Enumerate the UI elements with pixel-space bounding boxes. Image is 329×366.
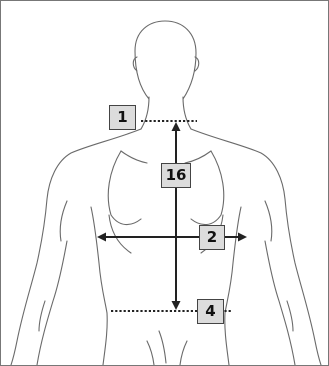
back-length-arrow-bottom xyxy=(172,301,181,310)
left-tricep xyxy=(60,201,67,241)
chest-width-arrow-left xyxy=(97,233,106,242)
neck-right xyxy=(183,97,191,129)
neck-left xyxy=(141,97,149,129)
right-tricep xyxy=(265,201,272,241)
right-inner-arm xyxy=(265,241,295,365)
neck-label-badge: 1 xyxy=(109,105,136,130)
back-length-label-badge: 16 xyxy=(161,163,191,188)
left-torso-side xyxy=(91,207,107,365)
left-lat xyxy=(109,215,131,253)
chest-width-arrow-right xyxy=(238,233,247,242)
lower-back-left xyxy=(147,341,154,365)
back-length-arrow-top xyxy=(172,122,181,131)
lower-back-right xyxy=(180,341,187,365)
left-shoulder xyxy=(11,129,141,365)
spine-hint xyxy=(159,331,166,363)
chest-width-label-badge: 2 xyxy=(199,225,225,250)
right-trap-line xyxy=(185,151,211,163)
left-inner-arm xyxy=(37,241,67,365)
right-torso-side xyxy=(225,207,241,365)
right-forearm-detail xyxy=(287,301,293,331)
head-outline xyxy=(135,21,196,99)
left-scapula xyxy=(108,151,141,225)
waist-label-badge: 4 xyxy=(197,299,224,324)
right-scapula xyxy=(191,151,224,225)
left-trap-line xyxy=(121,151,147,163)
left-forearm-detail xyxy=(39,301,45,331)
